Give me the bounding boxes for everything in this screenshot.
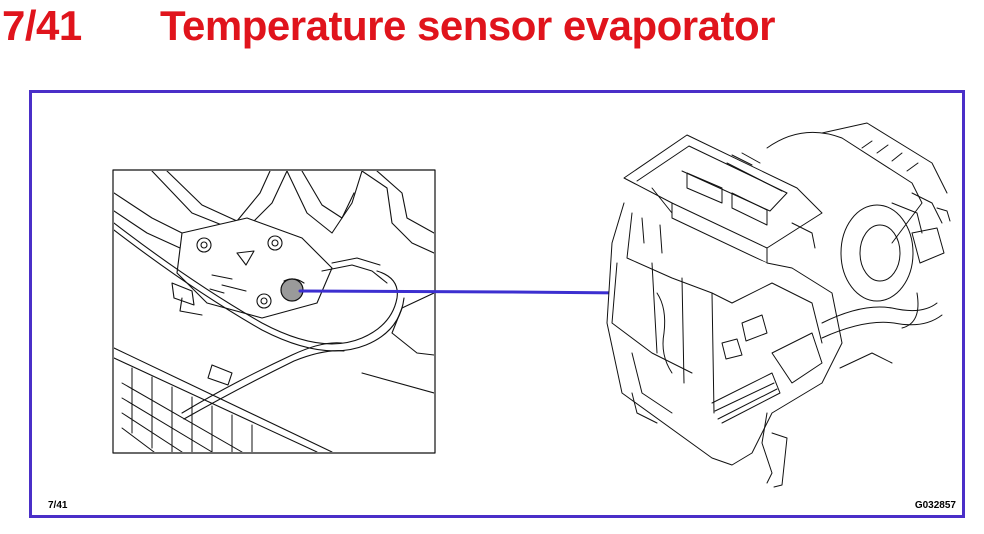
hvac-housing-unit-icon	[606, 122, 951, 488]
figure-page-label: 7/41	[48, 500, 68, 511]
leader-line	[298, 289, 630, 295]
figure-frame: 7/41 G032857	[29, 90, 965, 518]
sensor-highlight-icon	[280, 278, 305, 302]
page-title: Temperature sensor evaporator	[160, 2, 775, 49]
sensor-detail-inset-icon	[112, 169, 436, 454]
page-number: 7/41	[2, 2, 82, 49]
figure-illustration	[112, 122, 951, 488]
figure-code-label: G032857	[914, 500, 956, 511]
